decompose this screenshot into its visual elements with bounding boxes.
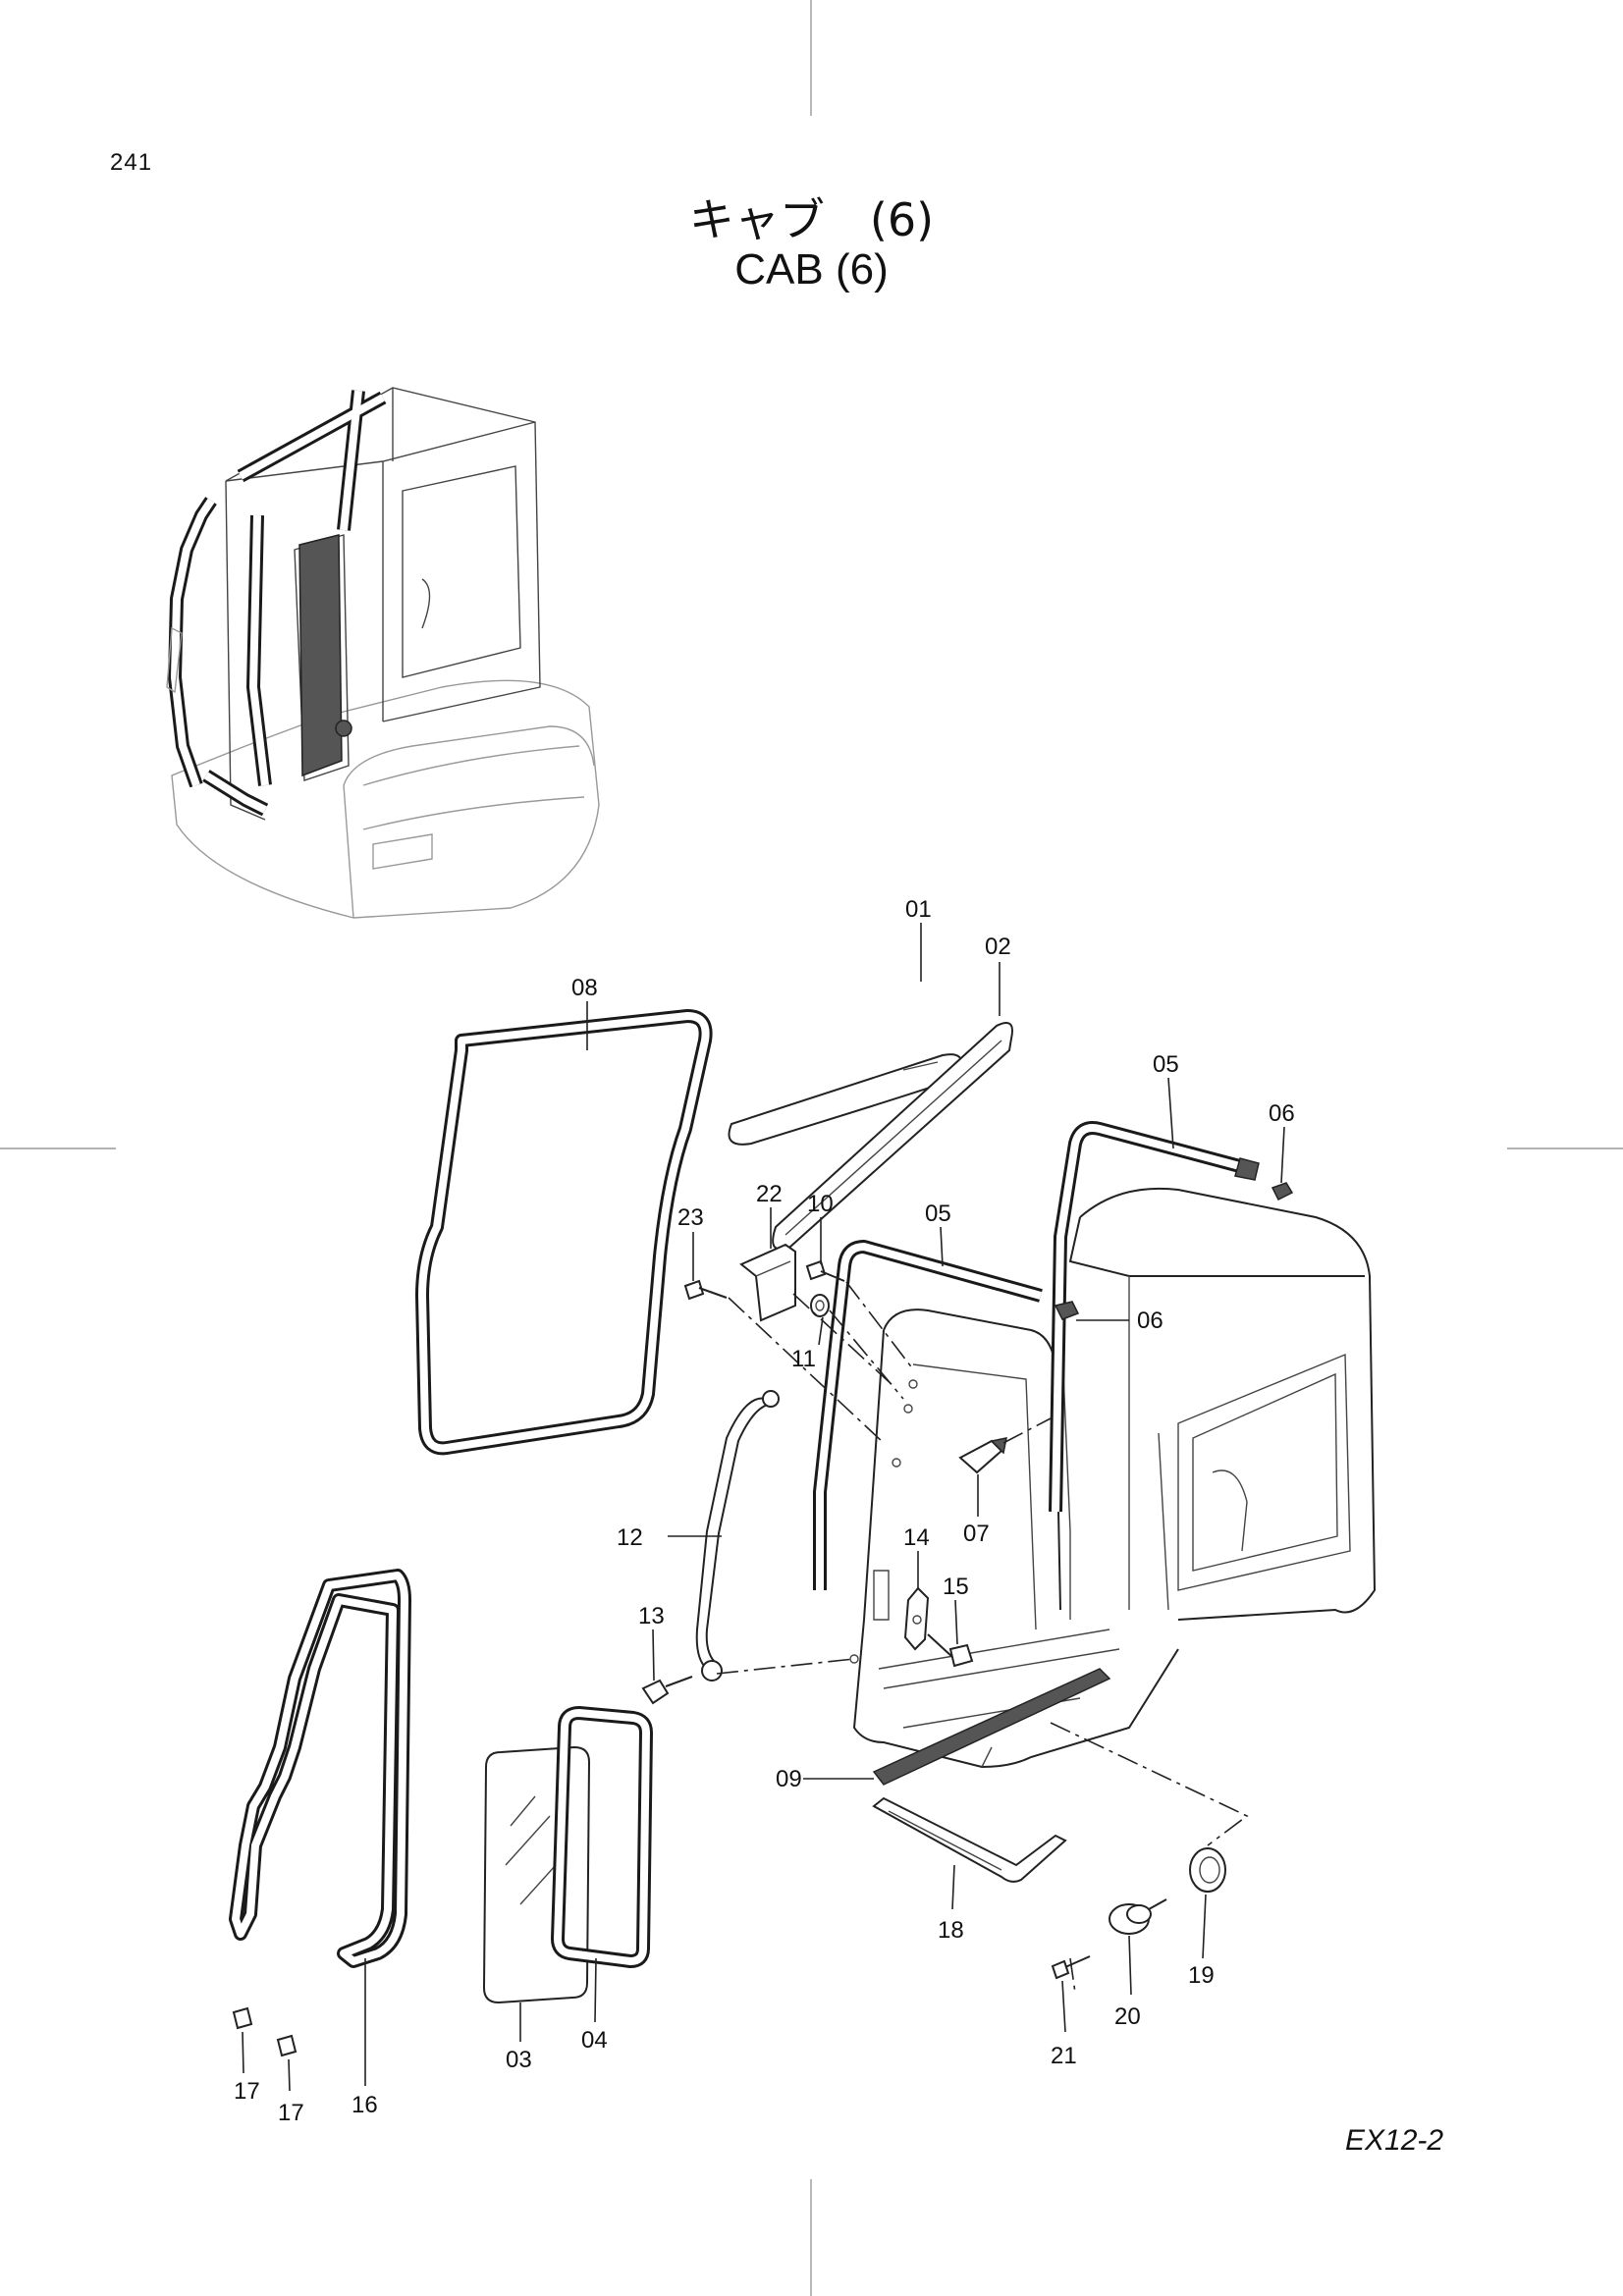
callout-numbers: 01 02 08 05 06 05 06 22 23 10 11 07 12 1… — [234, 896, 1295, 2126]
callout-11: 11 — [791, 1346, 816, 1372]
page-title-english: CAB (6) — [734, 245, 889, 294]
leader-lines — [242, 923, 1285, 2092]
callout-10: 10 — [807, 1191, 834, 1217]
assembly-lines — [716, 1281, 1249, 1994]
callout-21: 21 — [1051, 2043, 1077, 2069]
callout-04: 04 — [581, 2027, 608, 2054]
callout-17-left: 17 — [234, 2078, 260, 2105]
part-10-bolt — [805, 1259, 845, 1282]
part-23-bolt — [683, 1279, 728, 1301]
callout-13: 13 — [638, 1603, 665, 1629]
part-08-door-seal — [415, 1009, 713, 1456]
part-21-bolt — [1051, 1955, 1091, 1980]
callout-06-lower: 06 — [1137, 1308, 1163, 1334]
cab-body-frame — [849, 1187, 1377, 1769]
part-22-bracket — [739, 1243, 796, 1322]
part-16-glass-run — [229, 1569, 411, 1968]
drawing-code: EX12-2 — [1345, 2124, 1444, 2157]
part-14-striker — [903, 1586, 930, 1651]
part-18-bracket — [872, 1796, 1067, 1883]
part-12-stay-rod — [695, 1390, 780, 1682]
part-11-washer — [810, 1294, 830, 1317]
callout-01: 01 — [905, 896, 932, 923]
callout-15: 15 — [943, 1574, 969, 1600]
part-09-sill-strip — [872, 1668, 1111, 1786]
callout-19: 19 — [1188, 1962, 1215, 1989]
part-02-weatherstrip — [772, 1022, 1013, 1251]
callout-16: 16 — [352, 2092, 378, 2118]
part-04-glass-seal — [551, 1706, 653, 1968]
callout-20: 20 — [1114, 2003, 1141, 2030]
callout-17-right: 17 — [278, 2100, 304, 2126]
callout-03: 03 — [506, 2047, 532, 2073]
part-19-grommet — [1189, 1847, 1226, 1893]
callout-05-lower: 05 — [925, 1201, 951, 1227]
callout-23: 23 — [677, 1204, 704, 1231]
callout-14: 14 — [903, 1524, 930, 1551]
part-20-knob — [1109, 1898, 1167, 1935]
callout-18: 18 — [938, 1917, 964, 1944]
page-title-japanese: キャブ (6) — [688, 193, 935, 246]
part-17-clips — [232, 2006, 298, 2057]
part-05-pillar-seals — [813, 1121, 1260, 1590]
callout-07: 07 — [963, 1521, 990, 1547]
callout-05-upper: 05 — [1153, 1051, 1179, 1078]
callout-06-upper: 06 — [1269, 1100, 1295, 1127]
part-13-bolt — [641, 1676, 693, 1705]
page-number: 241 — [110, 149, 153, 176]
part-03-glass — [482, 1745, 591, 2004]
part-06-caps — [1054, 1182, 1294, 1320]
part-15-bolt — [927, 1633, 974, 1668]
callout-02: 02 — [985, 934, 1011, 960]
part-07-wedge — [958, 1437, 1007, 1474]
callout-22: 22 — [756, 1181, 783, 1207]
callout-12: 12 — [617, 1524, 643, 1551]
callout-08: 08 — [571, 975, 598, 1001]
cab-overview-illustration — [166, 387, 600, 919]
callout-09: 09 — [776, 1766, 802, 1792]
